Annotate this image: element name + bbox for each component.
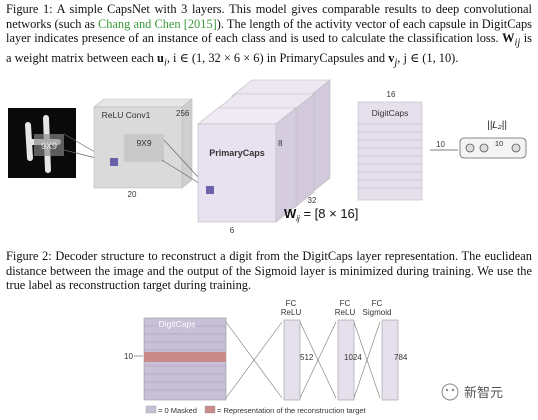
figure-2-caption: Figure 2: Decoder structure to reconstru… — [6, 249, 532, 293]
l2-output: ||L₂|| 10 — [459, 120, 527, 159]
conv1-block: ReLU Conv1 256 9X9 20 — [93, 98, 193, 199]
primarycaps-block: PrimaryCaps 8 6 32 — [197, 79, 331, 235]
input-kernel-label: 9X9 — [41, 141, 57, 151]
wij-rhs: = [8 × 16] — [300, 206, 359, 221]
caption-text: A simple CapsNet with 3 layers. This mod… — [6, 2, 532, 31]
conv1-width-label: 20 — [128, 190, 137, 199]
math-v: v — [388, 51, 395, 66]
primarycaps-width-label: 6 — [230, 226, 235, 235]
primarycaps-count-label: 32 — [308, 196, 317, 205]
math-w: W — [502, 31, 515, 46]
math-u-sub: i — [163, 57, 167, 69]
primarycaps-depth-label: 8 — [278, 139, 283, 148]
wij-formula: Wij = [8 × 16] — [284, 206, 358, 223]
caption-text: Decoder structure to reconstruct a digit… — [6, 249, 532, 293]
digitcaps-rows-label: 10 — [436, 140, 445, 149]
input-image: 9X9 — [8, 108, 76, 178]
math-v-sub: j — [394, 57, 398, 69]
caption-text: is a weight matrix between each — [6, 31, 532, 66]
math-u: u — [157, 51, 164, 66]
primarycaps-label: PrimaryCaps — [209, 148, 265, 158]
caption-text: ). The length of the activity vector of … — [6, 16, 532, 46]
conv1-depth-label: 256 — [176, 109, 190, 118]
conv1-label: ReLU Conv1 — [102, 110, 151, 120]
figure-1-caption: Figure 1: A simple CapsNet with 3 layers… — [6, 2, 532, 71]
conv1-kernel-label: 9X9 — [136, 138, 151, 148]
wij-symbol: W — [284, 206, 297, 221]
caption-text: , j ∈ (1, 10). — [397, 51, 459, 66]
figure-2-label: Figure 2: — [6, 249, 52, 263]
digitcaps-block: 16 DigitCaps 10 — [357, 90, 458, 201]
digitcaps-width-label: 16 — [387, 90, 396, 99]
l2-label: ||L₂|| — [487, 120, 507, 131]
caption-text: , i ∈ (1, 32 × 6 × 6) in PrimaryCapsules… — [166, 51, 389, 66]
l2-count-label: 10 — [495, 139, 503, 148]
figure-1-label: Figure 1: — [6, 2, 53, 16]
citation-link[interactable]: Chang and Chen [2015] — [97, 16, 217, 31]
math-w-sub: ij — [514, 37, 521, 49]
digitcaps-label: DigitCaps — [372, 108, 409, 118]
wij-subscript: ij — [296, 214, 300, 223]
